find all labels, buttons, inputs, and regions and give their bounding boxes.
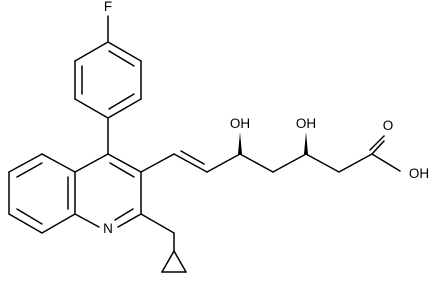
carbonyl-oxygen-label: O: [383, 118, 394, 133]
wedge-bond-c3: [304, 132, 308, 154]
acid-hydroxyl-label: OH: [409, 166, 429, 181]
cyclopropyl-group: [140, 213, 187, 273]
hydroxyl-label-c3: OH: [296, 116, 316, 131]
fluorine-label: F: [104, 0, 112, 14]
hydroxyl-label-c5: OH: [230, 116, 250, 131]
wedge-bond-c5: [238, 132, 242, 154]
heptenoic-acid-chain: [140, 135, 401, 173]
quinoline-benzo-ring: [8, 153, 76, 234]
quinoline-pyridine-ring: [74, 153, 142, 228]
fluorophenyl-ring: [74, 15, 142, 119]
nitrogen-label: N: [103, 221, 113, 236]
